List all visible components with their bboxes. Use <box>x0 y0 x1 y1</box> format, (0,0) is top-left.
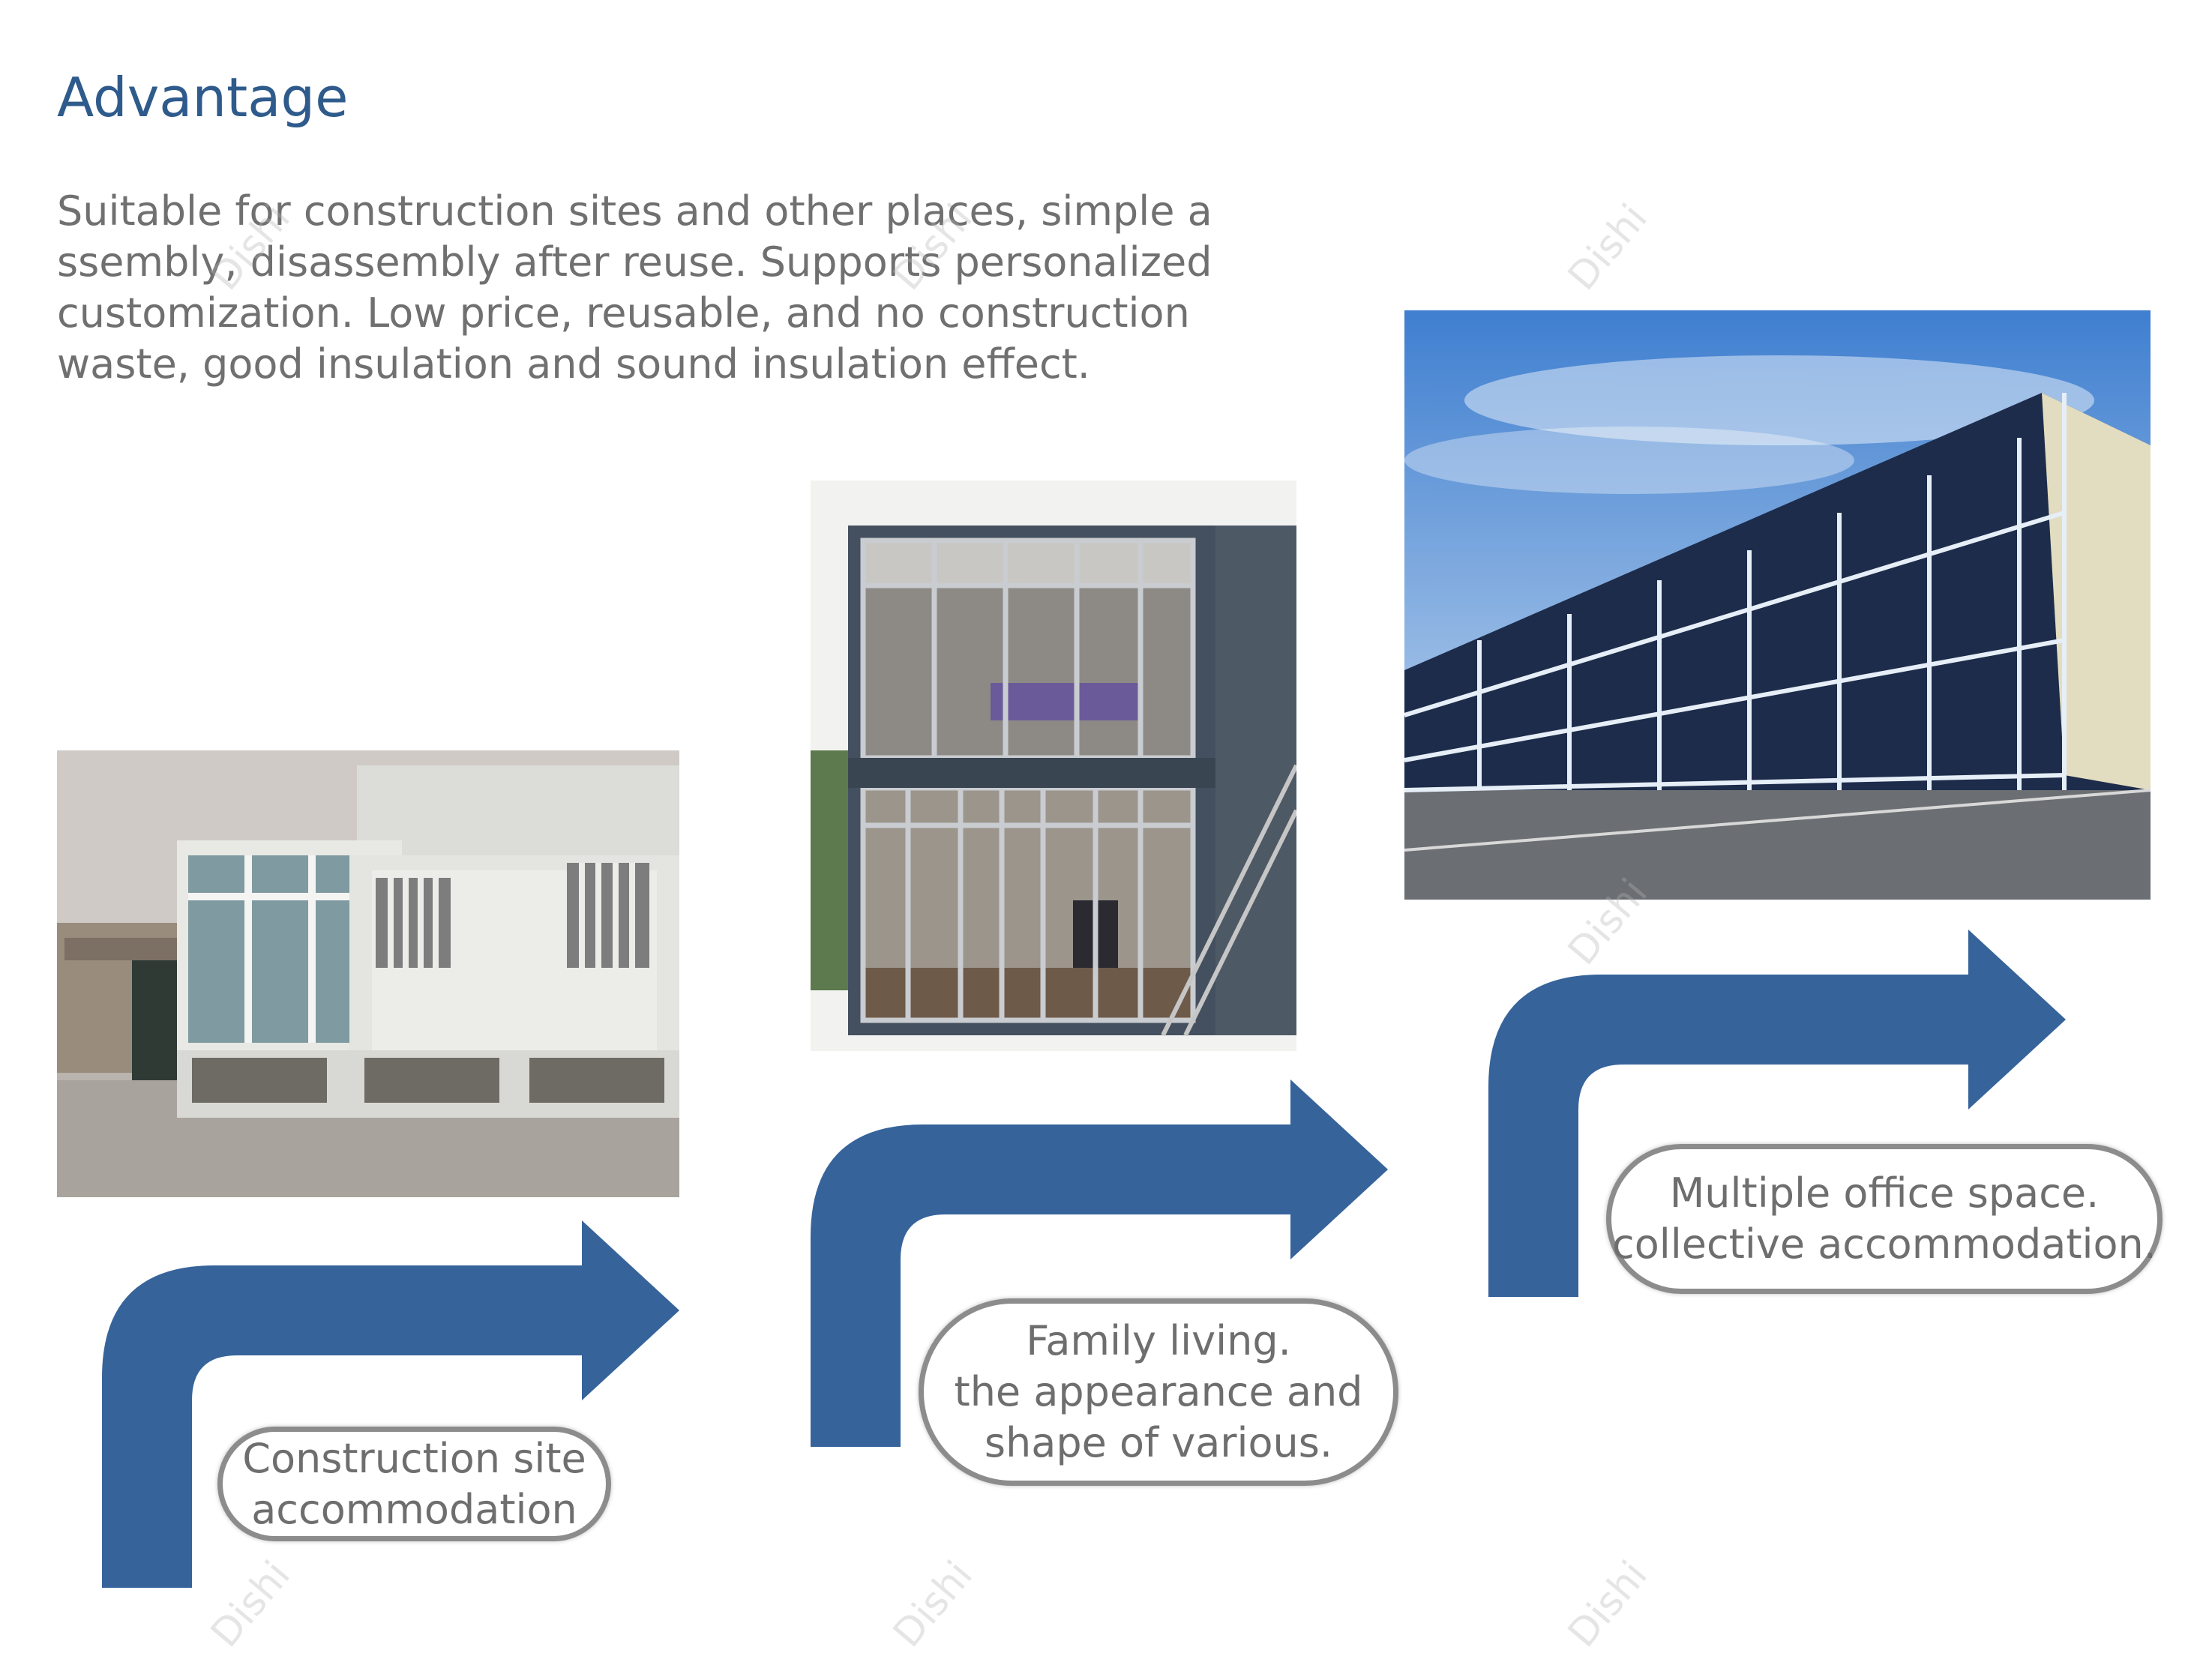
step-label-family-living: Family living. the appearance and shape … <box>919 1298 1398 1486</box>
step-label-line: shape of various. <box>984 1419 1333 1466</box>
construction-site-photo <box>57 750 679 1197</box>
step-label-line: Family living. <box>1026 1317 1291 1364</box>
step-label-line: Multiple office space. <box>1669 1169 2100 1217</box>
description-line: ssembly, disassembly after reuse. Suppor… <box>57 238 1212 286</box>
description-line: customization. Low price, reusable, and … <box>57 289 1190 337</box>
step-label-construction-site: Construction site accommodation <box>217 1427 611 1541</box>
step-label-line: the appearance and <box>954 1368 1363 1415</box>
page-title: Advantage <box>57 66 349 129</box>
watermark: Dishi <box>1560 196 1656 299</box>
arrow-icon <box>1488 930 2066 1297</box>
step-label-line: collective accommodation. <box>1612 1220 2157 1268</box>
step-label-office-space: Multiple office space. collective accomm… <box>1606 1144 2163 1294</box>
step-label-line: Construction site <box>242 1434 586 1482</box>
description-line: Suitable for construction sites and othe… <box>57 187 1212 235</box>
office-building-photo <box>1404 310 2151 900</box>
arrow-icon <box>811 1080 1388 1447</box>
arrow-icon <box>102 1220 679 1588</box>
watermark: Dishi <box>885 1553 982 1656</box>
description: Suitable for construction sites and othe… <box>57 186 1212 390</box>
description-line: waste, good insulation and sound insulat… <box>57 340 1090 388</box>
family-living-photo <box>811 481 1296 1051</box>
watermark: Dishi <box>1560 1553 1656 1656</box>
step-label-line: accommodation <box>251 1485 577 1533</box>
